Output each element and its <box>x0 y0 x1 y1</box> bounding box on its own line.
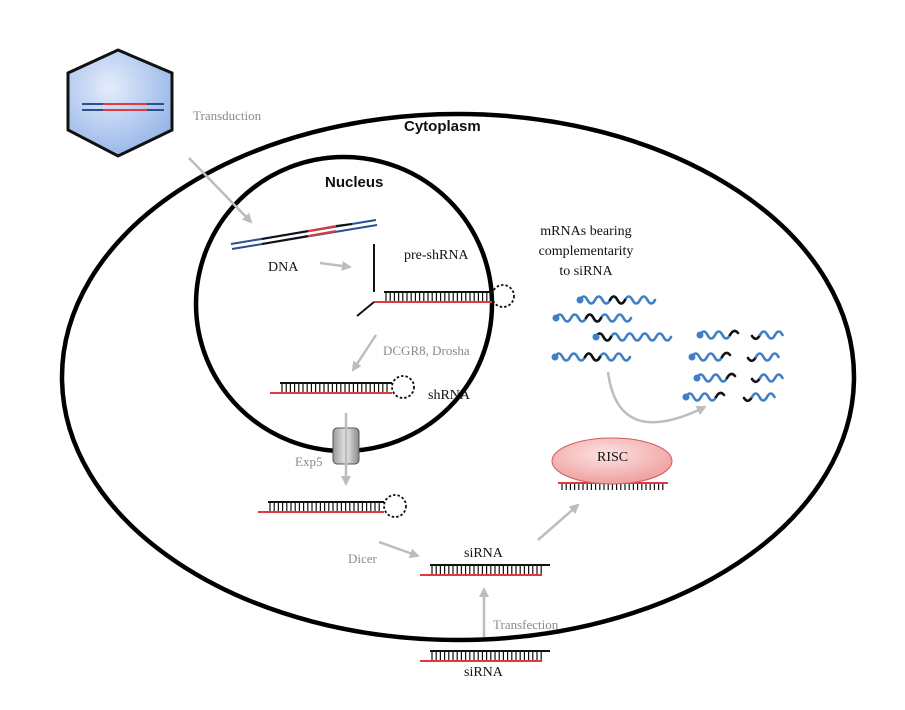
cytoplasm-label: Cytoplasm <box>404 118 481 135</box>
risc-label: RISC <box>597 450 628 465</box>
pre-shrna-label: pre-shRNA <box>404 248 469 263</box>
exported-shrna-hairpin <box>258 494 407 518</box>
shrna-label: shRNA <box>428 388 471 403</box>
mrna-fragment-tail <box>742 392 776 403</box>
mrna-fragment-capped <box>696 329 740 340</box>
mrna-fragment-tail <box>750 373 784 384</box>
mrna-label-line2: complementarity <box>539 244 634 259</box>
dicer-label: Dicer <box>348 551 378 566</box>
transduction-arrow <box>188 157 253 224</box>
exp5-label: Exp5 <box>295 454 322 469</box>
sirna-external-label: siRNA <box>464 665 504 680</box>
pre-shrna-hairpin <box>356 244 515 317</box>
dna-strand <box>230 219 378 250</box>
mrna-fragment-capped <box>682 391 726 402</box>
nucleus-label: Nucleus <box>325 174 383 191</box>
mrna-intact <box>552 313 633 323</box>
mrna-label-line1: mRNAs bearing <box>540 224 631 239</box>
dicer-arrow <box>378 540 420 559</box>
mrna-intact <box>551 352 632 362</box>
sirna-duplex-cytoplasm <box>420 564 550 576</box>
sirna-duplex-transfected <box>420 650 550 662</box>
mrna-intact <box>592 332 673 342</box>
transduction-label: Transduction <box>193 108 262 123</box>
mrna-fragment-capped <box>693 372 737 383</box>
nucleus-membrane <box>193 154 495 454</box>
transfection-label: Transfection <box>493 617 559 632</box>
process-arrows <box>188 157 707 637</box>
mrna-fragment-tail <box>746 352 780 363</box>
shrna-hairpin <box>270 375 415 399</box>
mrna-label-line3: to siRNA <box>559 264 613 279</box>
sirna-cytoplasm-label: siRNA <box>464 546 504 561</box>
dna-label: DNA <box>268 260 299 275</box>
mrna-fragment-capped <box>688 351 732 362</box>
viral-vector-icon <box>66 48 174 158</box>
drosha-arrow <box>351 334 378 372</box>
cell-membrane <box>59 111 857 643</box>
mrna-intact <box>576 295 657 305</box>
risc-complex <box>551 437 673 485</box>
sirna-to-risc-arrow <box>537 503 580 541</box>
dna-to-preshrna-arrow <box>319 260 352 271</box>
dcgr8-drosha-label: DCGR8, Drosha <box>383 343 470 358</box>
cleavage-arrow <box>606 371 707 424</box>
mrna-fragment-tail <box>750 330 784 341</box>
